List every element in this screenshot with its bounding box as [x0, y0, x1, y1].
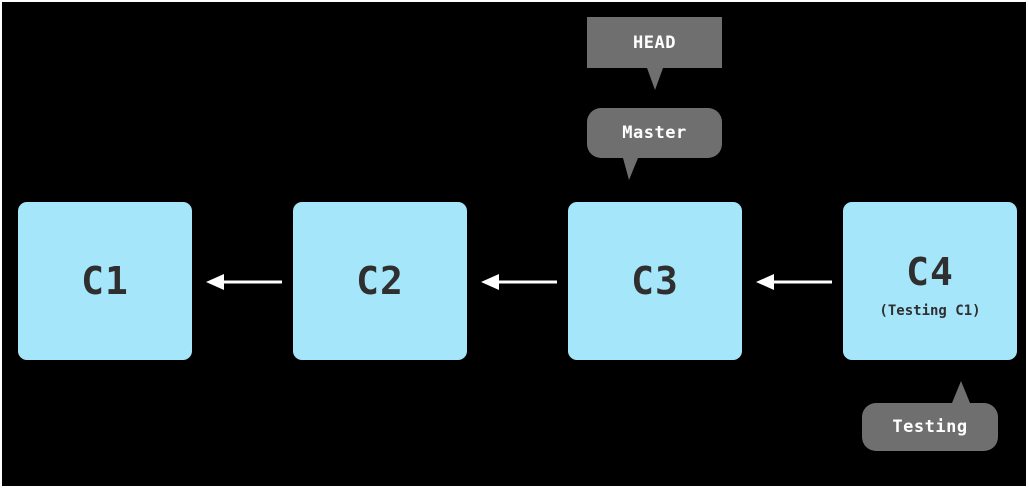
commit-c4: C4 (Testing C1): [843, 202, 1017, 360]
arrow-c2-to-c1: [206, 274, 282, 290]
commit-c3: C3: [568, 202, 742, 360]
commit-c2: C2: [293, 202, 467, 360]
commit-c1-id: C1: [81, 259, 129, 303]
master-branch-label: Master: [587, 108, 722, 180]
commit-c2-id: C2: [356, 259, 404, 303]
commit-c4-note: (Testing C1): [879, 303, 981, 319]
commit-c3-id: C3: [631, 259, 679, 303]
arrow-c3-to-c2: [481, 274, 557, 290]
commit-c4-id: C4: [906, 250, 954, 294]
testing-branch-label: Testing: [862, 381, 998, 451]
head-pointer-text: HEAD: [633, 32, 676, 53]
head-pointer-label: HEAD: [587, 17, 722, 90]
arrow-c4-to-c3: [756, 274, 832, 290]
testing-branch-text: Testing: [892, 417, 968, 437]
commit-c1: C1: [18, 202, 192, 360]
master-branch-text: Master: [622, 123, 687, 143]
